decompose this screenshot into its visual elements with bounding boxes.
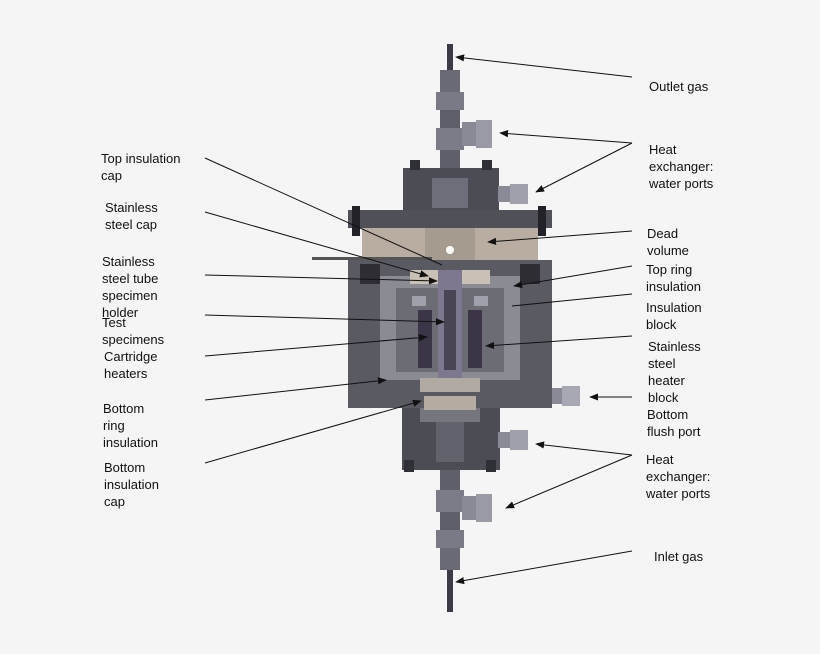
leader-bottom-insulation-cap xyxy=(204,399,422,464)
bottom-ring-insulation xyxy=(420,378,480,392)
label-top-insulation-cap: Top insulation cap xyxy=(101,151,181,183)
leader-stainless-steel-tube xyxy=(204,274,438,285)
label-bottom-insulation-cap: Bottom insulation cap xyxy=(104,460,159,509)
bottom-insulation-cap xyxy=(424,396,476,410)
label-stainless-steel-tube: Stainless steel tube specimen holder xyxy=(102,254,159,320)
leader-lines xyxy=(204,54,633,585)
top-fittings xyxy=(436,70,492,170)
label-heat-exchanger-top: Heat exchanger: water ports xyxy=(649,142,714,191)
leader-test-specimens xyxy=(204,314,445,326)
cartridge-heater-left xyxy=(418,310,432,368)
leader-bottom-ring-insulation xyxy=(204,377,387,401)
label-inlet-gas: Inlet gas xyxy=(654,549,704,564)
leader-outlet-gas xyxy=(455,54,633,78)
label-outlet-gas: Outlet gas xyxy=(649,79,709,94)
leader-inlet-gas xyxy=(455,550,633,585)
leader-cartridge-heaters xyxy=(204,334,428,357)
label-bottom-flush-port: Bottom flush port xyxy=(647,407,701,439)
leader-heat-exchanger-bottom-2 xyxy=(505,454,633,509)
bottom-fittings xyxy=(436,470,492,570)
label-top-ring-insulation: Top ring insulation xyxy=(646,262,701,294)
label-dead-volume: Dead volume xyxy=(647,226,689,258)
leader-heat-exchanger-top-2 xyxy=(535,142,633,193)
leader-dead-volume xyxy=(487,230,633,245)
label-insulation-block: Insulation block xyxy=(646,300,702,332)
label-cartridge-heaters: Cartridge heaters xyxy=(104,349,158,381)
leader-heat-exchanger-top-1 xyxy=(499,130,633,144)
label-stainless-steel-heater-block: Stainless steel heater block xyxy=(648,339,701,405)
label-heat-exchanger-bottom: Heat exchanger: water ports xyxy=(646,452,711,501)
vessel-assembly xyxy=(312,44,580,612)
bottom-flush-port-fitting xyxy=(562,386,580,406)
stainless-steel-cap-plate xyxy=(348,210,552,228)
leader-stainless-steel-cap xyxy=(204,211,429,278)
leader-top-insulation-cap xyxy=(204,157,443,266)
leader-top-ring-insulation xyxy=(513,265,633,289)
leader-insulation-block xyxy=(511,293,633,307)
leader-heat-exchanger-bottom-1 xyxy=(535,441,633,456)
label-bottom-ring-insulation: Bottom ring insulation xyxy=(103,401,158,450)
label-test-specimens: Test specimens xyxy=(102,315,165,347)
cartridge-heater-right xyxy=(468,310,482,368)
leader-stainless-steel-heater-block xyxy=(485,335,633,350)
label-stainless-steel-cap: Stainless steel cap xyxy=(105,200,158,232)
